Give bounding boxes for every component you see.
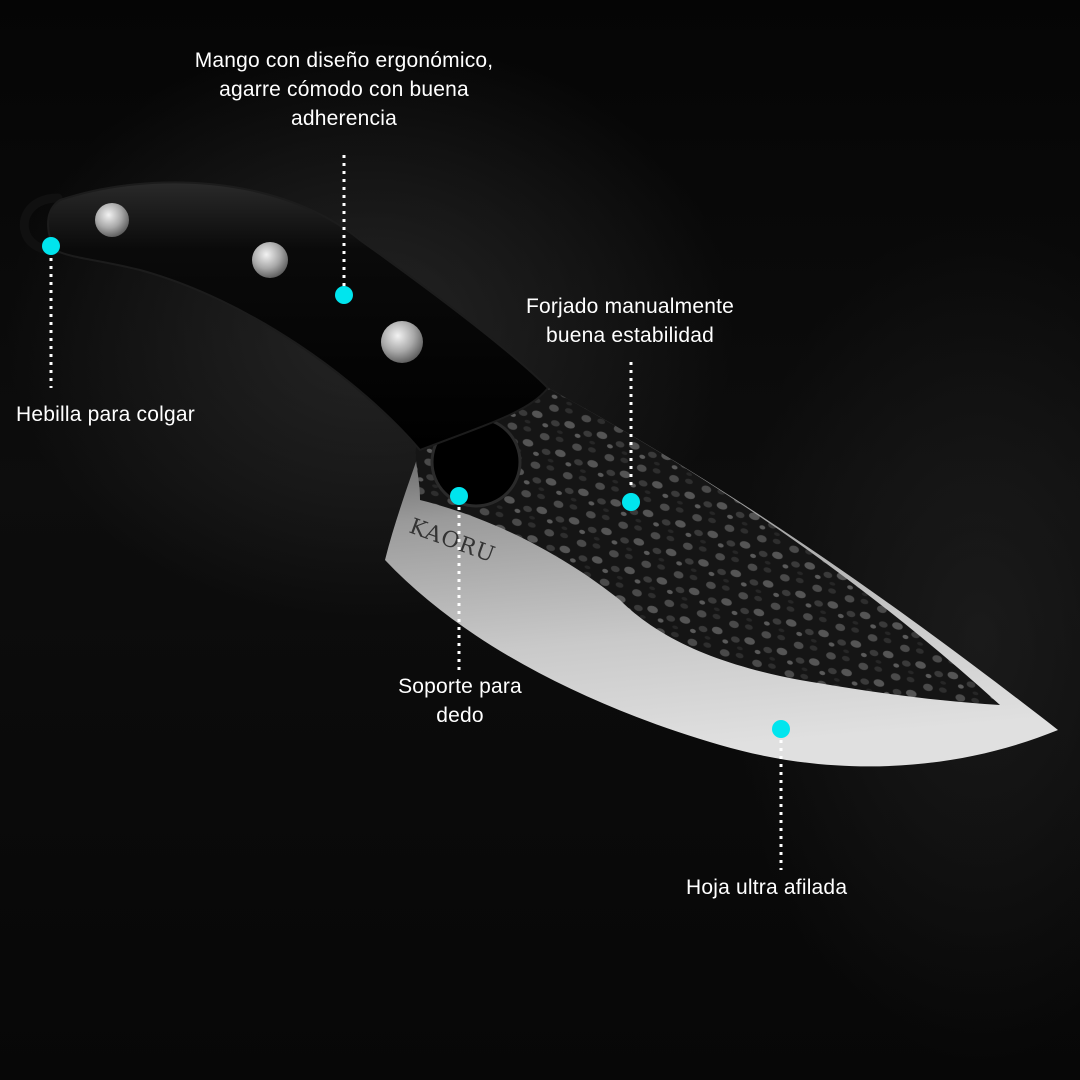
leader-lines xyxy=(49,155,783,870)
hammered-texture xyxy=(415,388,1000,705)
callout-blade-line-1: Hoja ultra afilada xyxy=(686,876,848,899)
callout-finger-rest-line-1: Soporte para xyxy=(398,675,522,698)
callout-forged: Forjado manualmente buena estabilidad xyxy=(490,292,770,350)
callout-finger-rest: Soporte para dedo xyxy=(370,672,550,730)
callout-finger-rest-line-2: dedo xyxy=(436,704,484,727)
handle xyxy=(47,181,550,452)
marker-dot-handle xyxy=(335,286,353,304)
marker-dot-hang-loop xyxy=(42,237,60,255)
callout-hang-loop: Hebilla para colgar xyxy=(16,400,195,429)
rivet-3 xyxy=(381,321,423,363)
marker-dot-forged xyxy=(622,493,640,511)
callout-hang-loop-line-1: Hebilla para colgar xyxy=(16,403,195,426)
callout-forged-line-2: buena estabilidad xyxy=(545,324,715,347)
marker-dot-finger-rest xyxy=(450,487,468,505)
callout-blade: Hoja ultra afilada xyxy=(686,873,847,902)
rivet-1 xyxy=(95,203,129,237)
callout-handle-line-3: adherencia xyxy=(291,107,397,130)
callout-handle: Mango con diseño ergonómico, agarre cómo… xyxy=(144,46,544,133)
callout-handle-line-2: agarre cómodo con buena xyxy=(219,78,469,101)
rivet-2 xyxy=(252,242,288,278)
callout-forged-line-1: Forjado manualmente xyxy=(525,295,735,318)
marker-dot-blade xyxy=(772,720,790,738)
callout-handle-line-1: Mango con diseño ergonómico, xyxy=(194,49,494,72)
